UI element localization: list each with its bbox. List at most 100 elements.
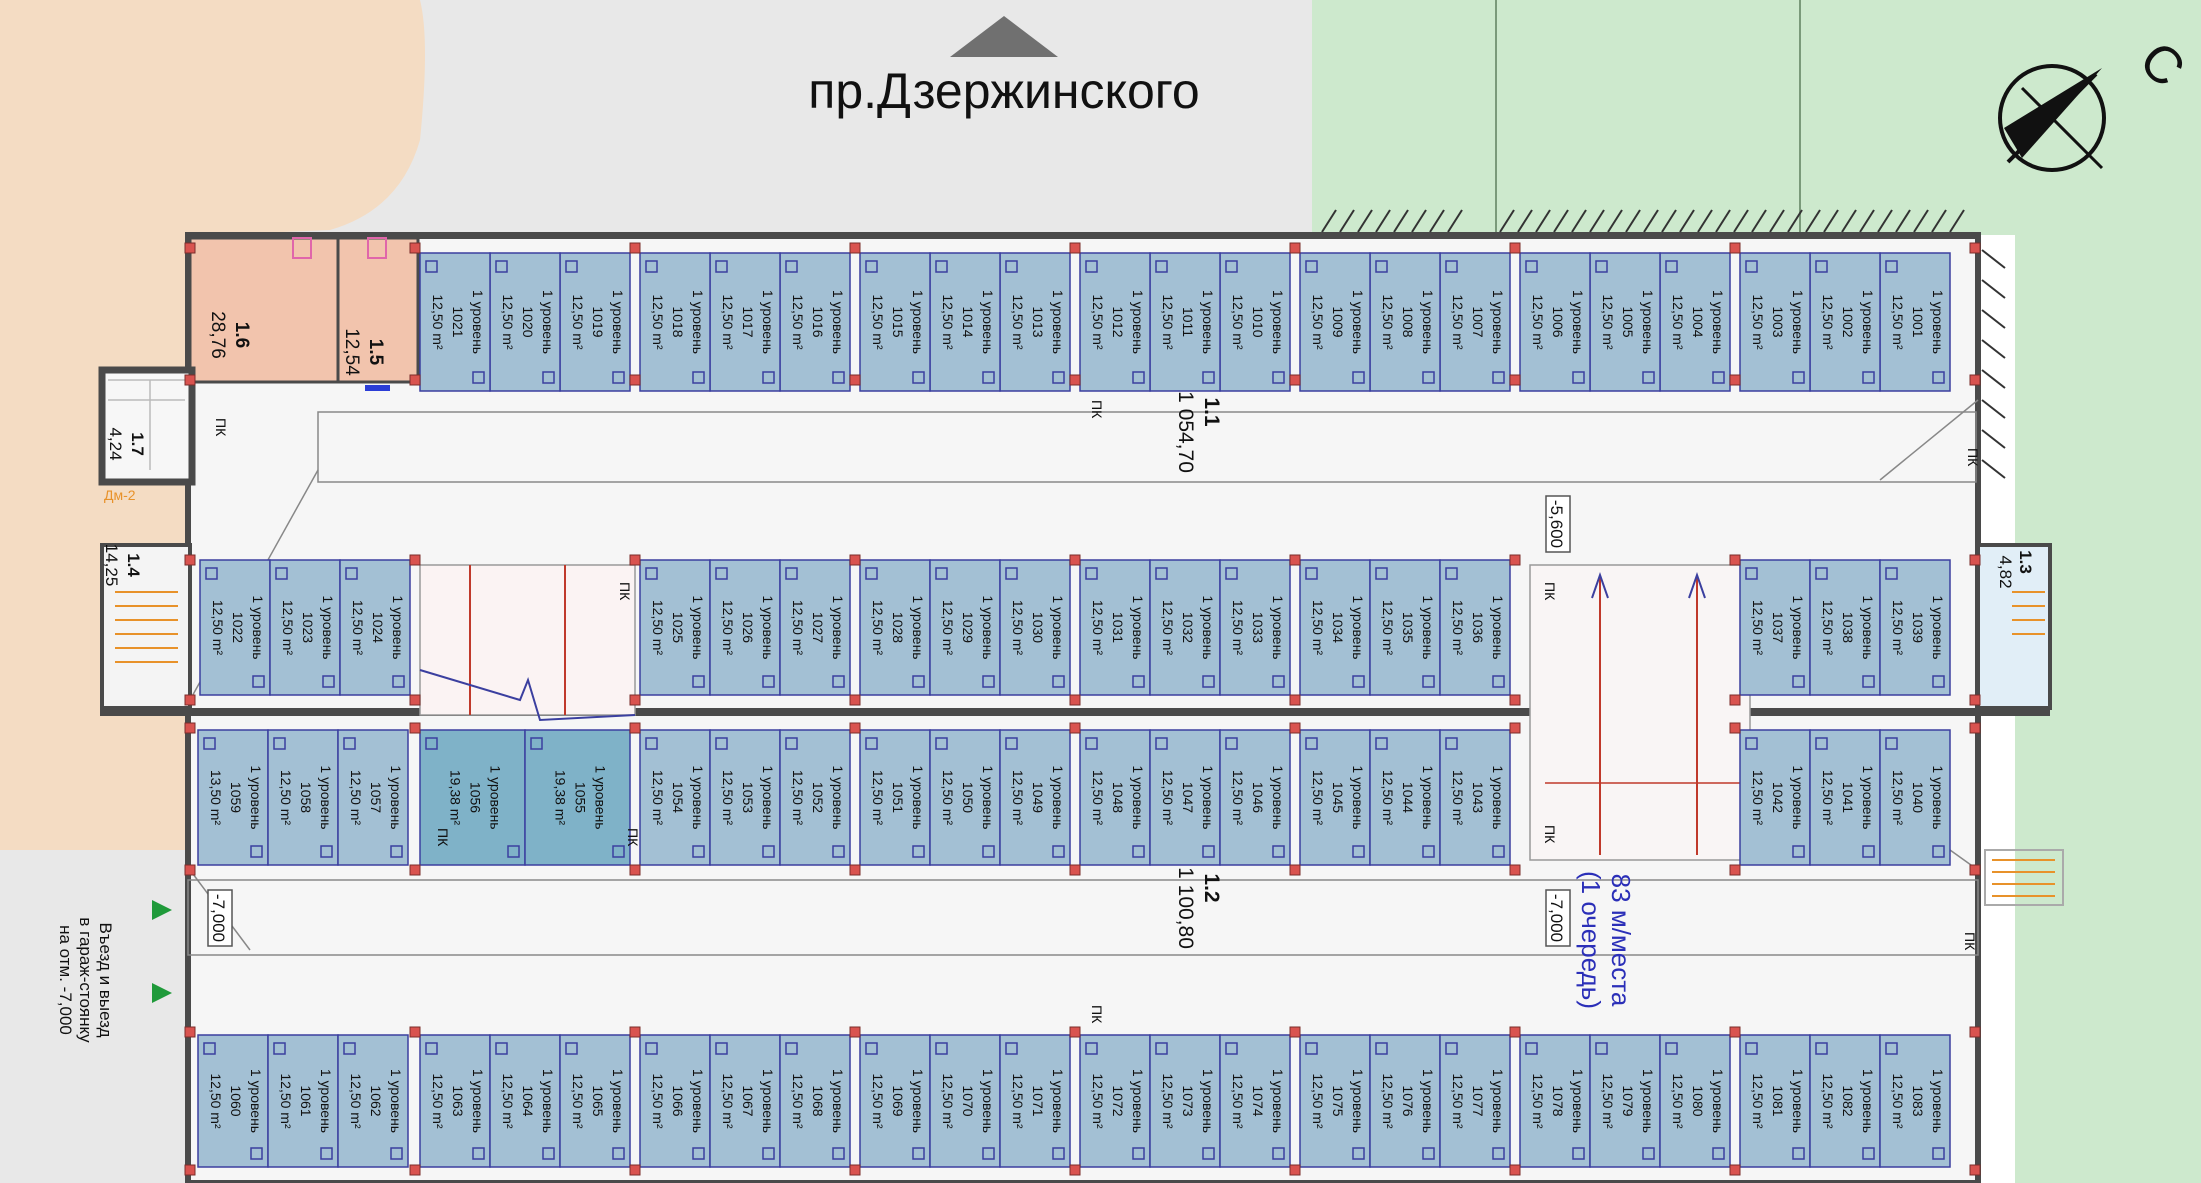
room-area: 14,25 [102, 544, 121, 587]
spot-area: 12,50 m² [570, 294, 586, 350]
spot-area: 12,50 m² [1670, 294, 1686, 350]
north-entry-triangle [950, 16, 1058, 57]
spot-marker-icon [390, 845, 403, 858]
room-number: 1.3 [2016, 550, 2035, 574]
spot-box [1299, 559, 1371, 696]
spot-level: 1 уровень [1130, 595, 1146, 659]
spot-marker-icon [762, 845, 775, 858]
spot-number: 1082 [1840, 1085, 1856, 1116]
spot-marker-icon [203, 1042, 216, 1055]
spot-box [269, 559, 341, 696]
spot-number: 1046 [1250, 782, 1266, 813]
spot-marker-icon [1005, 567, 1018, 580]
